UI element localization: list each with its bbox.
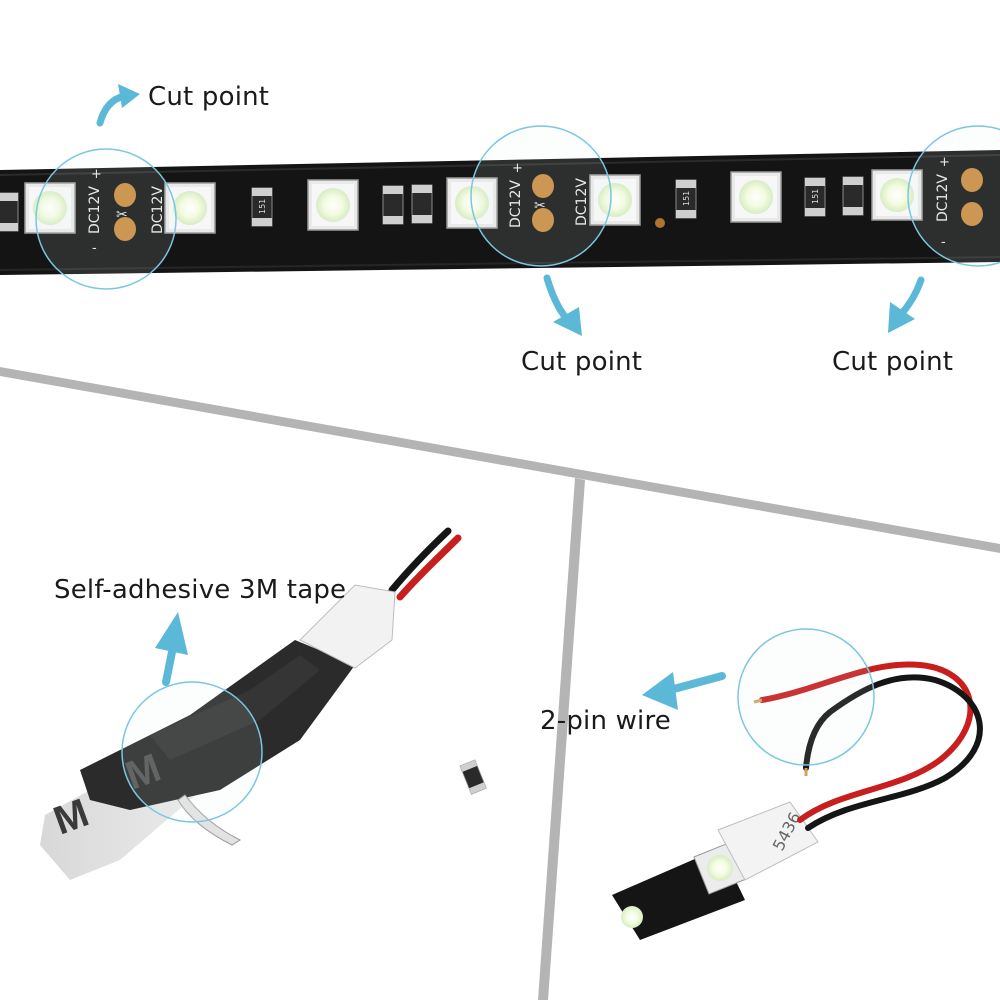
resistor <box>411 184 433 224</box>
cut-point-label: Cut point <box>148 82 270 112</box>
cut-point-circle <box>470 125 612 267</box>
voltage-marking: DC12V <box>935 174 951 222</box>
tape-label: Self-adhesive 3M tape <box>54 575 347 605</box>
minus-marking: - <box>92 241 97 256</box>
wire-highlight-circle <box>737 628 875 766</box>
arrow-icon <box>155 612 188 686</box>
tape-strip-photo: M M <box>40 527 462 880</box>
voltage-marking: DC12V <box>508 180 524 228</box>
resistor <box>842 176 864 216</box>
plus-marking: + <box>512 161 523 176</box>
cut-point-label: Cut point <box>832 347 954 377</box>
voltage-marking: DC12V <box>574 178 590 226</box>
divider-line <box>538 478 585 1000</box>
resistor <box>382 185 404 225</box>
led-chip <box>307 179 359 231</box>
resistor-code: 151 <box>811 189 820 204</box>
resistor <box>0 192 19 232</box>
scissors-icon: ✂ <box>116 207 128 223</box>
cut-point-circle <box>907 125 1000 267</box>
voltage-marking: DC12V <box>150 186 166 234</box>
wire-label: 2-pin wire <box>540 706 671 736</box>
cut-point-circle <box>35 148 177 290</box>
resistor <box>459 759 487 795</box>
arrow-icon <box>96 84 140 127</box>
scissors-icon: ✂ <box>534 198 546 214</box>
cut-point-label: Cut point <box>521 347 643 377</box>
voltage-marking: DC12V <box>87 186 103 234</box>
wire-connector-photo: 5436 <box>459 661 983 940</box>
led-chip <box>730 171 782 223</box>
resistor-code: 151 <box>258 199 267 214</box>
arrow-icon <box>888 276 925 333</box>
plus-marking: + <box>939 155 950 170</box>
tape-highlight-circle <box>121 681 263 823</box>
arrow-icon <box>642 672 726 710</box>
led-strip-top: DC12V DC12V DC12V DC12V DC12V + - + + - … <box>0 150 1000 275</box>
plus-marking: + <box>91 167 102 182</box>
divider-line <box>0 367 1000 553</box>
resistor-code: 151 <box>682 191 691 206</box>
arrow-icon <box>543 274 582 336</box>
minus-marking: - <box>941 235 946 250</box>
